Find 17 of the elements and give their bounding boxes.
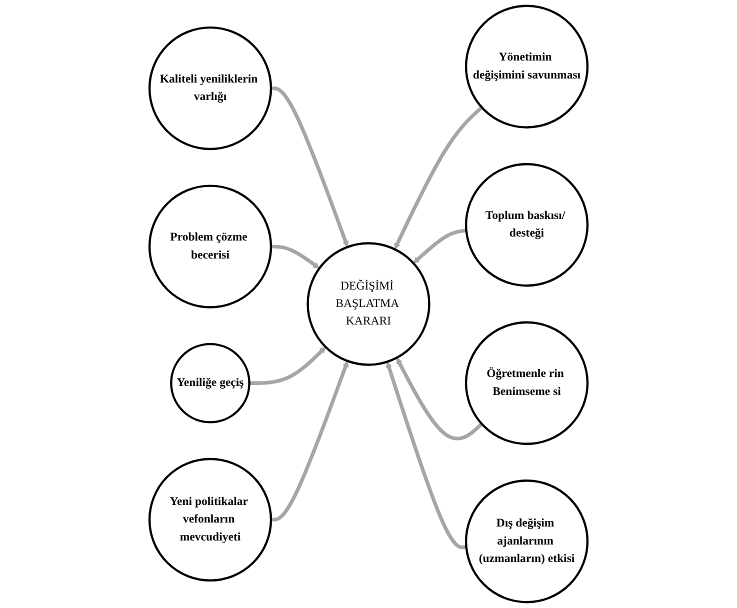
arrow — [270, 86, 349, 248]
arrow — [270, 244, 320, 269]
node-circle: Toplum baskısı/ desteği — [464, 163, 589, 287]
node-circle: DEĞİŞİMİ BAŞLATMA KARARI — [306, 242, 430, 366]
node-circle: Yeniliğe geçiş — [170, 342, 250, 424]
node-circle: Dış değişim ajanlarının (uzmanların) etkisi — [464, 480, 589, 604]
node-circle: Problem çözme becerisi — [148, 184, 272, 308]
arrow — [396, 357, 483, 440]
arrow — [394, 106, 484, 250]
arrow — [270, 360, 349, 522]
arrow — [386, 361, 466, 550]
node-circle: Kaliteli yeniliklerin varlığı — [148, 26, 272, 150]
arrow — [413, 228, 466, 264]
node-circle: Yönetimin değişimini savunması — [464, 4, 589, 128]
node-circle: Yeni politikalar vefonların mevcudiyeti — [148, 458, 272, 582]
node-circle: Öğretmenle rin Benimseme si — [464, 321, 589, 445]
arrow — [249, 346, 326, 385]
